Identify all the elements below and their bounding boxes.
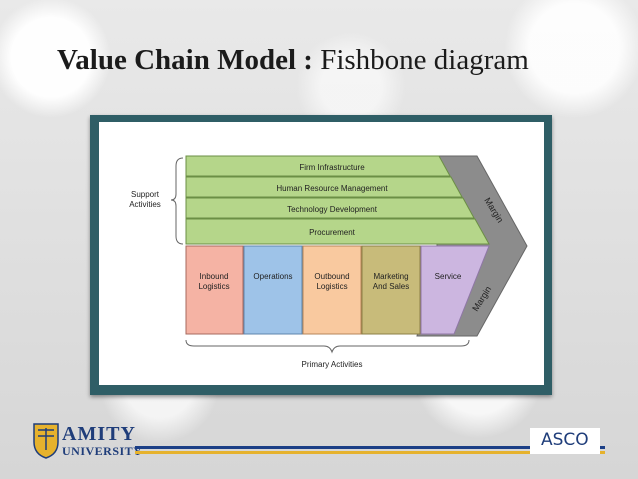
- primary-text-operations: Operations: [253, 272, 292, 281]
- support-bar-technology: [185, 197, 475, 219]
- asco-badge: [530, 428, 600, 454]
- support-bracket: [170, 157, 184, 245]
- footer-divider: [135, 446, 605, 454]
- primary-text-service: Service: [435, 272, 462, 281]
- asco-label: ASCO: [541, 430, 589, 450]
- support-bar-hrm: [185, 176, 463, 198]
- title-regular: Fishbone diagram: [320, 44, 529, 76]
- support-text-technology: Technology Development: [287, 205, 378, 214]
- primary-box-operations: [243, 245, 303, 335]
- slide-title: Value Chain Model : Fishbone diagram: [57, 44, 529, 77]
- primary-box-service: [420, 245, 490, 335]
- primary-box-outbound-logistics: [302, 245, 362, 335]
- primary-text-marketing-1: Marketing: [373, 272, 408, 281]
- primary-activities-label: Primary Activities: [302, 360, 363, 369]
- primary-box-marketing-sales: [361, 245, 421, 335]
- logo-name: AMITY: [62, 423, 136, 445]
- primary-text-outbound-2: Logistics: [316, 282, 347, 291]
- support-text-firm-infrastructure: Firm Infrastructure: [299, 163, 365, 172]
- primary-box-inbound-logistics: [185, 245, 244, 335]
- amity-logo-emblem: [33, 423, 59, 459]
- support-label-line2: Activities: [129, 200, 161, 209]
- support-label-line1: Support: [131, 190, 160, 199]
- diagram-frame: Firm Infrastructure Human Resource Manag…: [90, 115, 552, 395]
- support-text-hrm: Human Resource Management: [276, 184, 388, 193]
- primary-text-inbound-2: Logistics: [198, 282, 229, 291]
- support-bar-firm-infrastructure: [185, 155, 451, 177]
- logo-subtitle: UNIVERSITY: [62, 444, 143, 458]
- title-bold: Value Chain Model :: [57, 44, 313, 76]
- primary-text-outbound-1: Outbound: [314, 272, 349, 281]
- primary-bracket: [185, 339, 470, 354]
- primary-text-inbound-1: Inbound: [200, 272, 229, 281]
- primary-text-marketing-2: And Sales: [373, 282, 409, 291]
- support-bar-procurement: [185, 218, 490, 245]
- diagram-canvas: Firm Infrastructure Human Resource Manag…: [99, 122, 544, 385]
- support-text-procurement: Procurement: [309, 228, 356, 237]
- value-chain-diagram: Firm Infrastructure Human Resource Manag…: [129, 155, 528, 369]
